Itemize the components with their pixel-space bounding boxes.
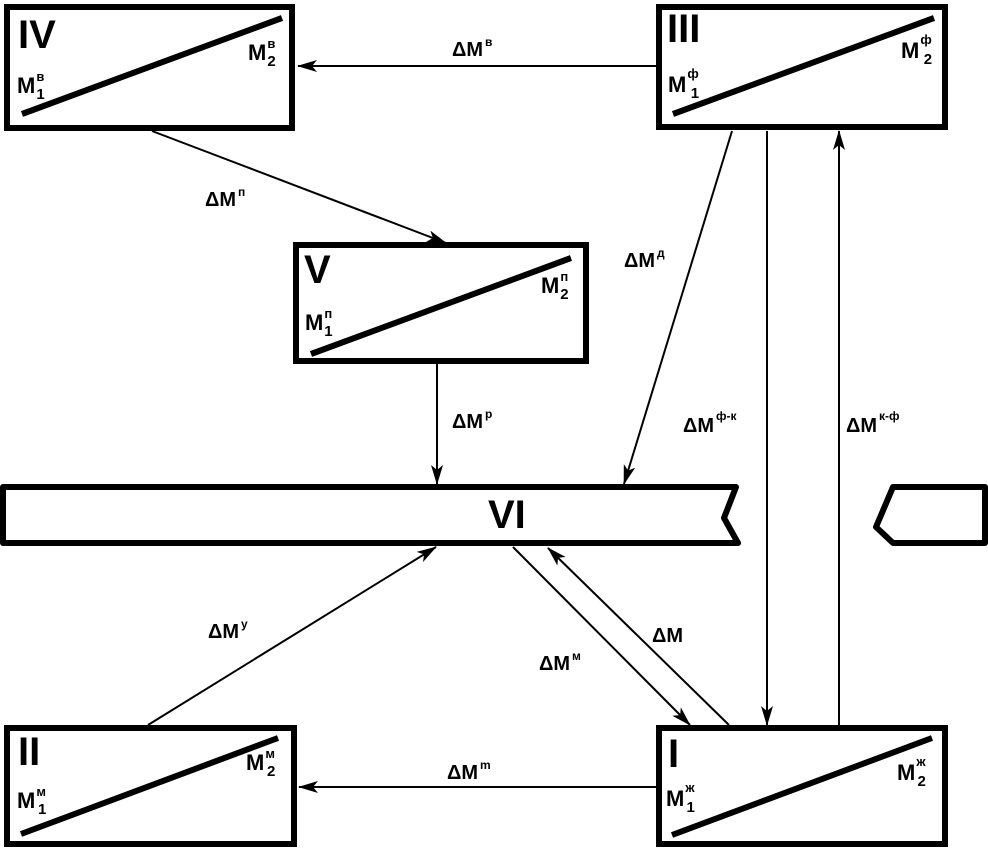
band-VI-left-segment: [0, 484, 741, 546]
arrow-label-VI-I: ΔM: [539, 653, 570, 675]
block-I-trend-line: [670, 735, 934, 838]
arrow-label-III-IV: ΔM: [452, 39, 483, 61]
svg-text:Mв1: Mв1: [17, 69, 45, 103]
block-III-m1: M: [668, 72, 686, 97]
svg-text:ΔMк-ф: ΔMк-ф: [846, 409, 900, 437]
block-IV-trend-line: [20, 15, 284, 117]
block-V-m2: M: [541, 273, 559, 298]
arrow-VI-to-I: [512, 546, 691, 726]
svg-text:Mм1: Mм1: [17, 784, 46, 818]
band-VI-right-segment: [873, 484, 988, 546]
svg-text:ΔMр: ΔMр: [452, 407, 492, 433]
band-VI-label: VI: [488, 493, 526, 537]
block-II-m2: M: [246, 750, 264, 775]
arrow-label-III-I: ΔM: [683, 415, 714, 437]
block-IV-m2: M: [248, 40, 266, 65]
block-V-m1: M: [305, 310, 323, 335]
arrow-label-I-III: ΔM: [846, 415, 877, 437]
svg-text:ΔMф-к: ΔMф-к: [683, 409, 738, 437]
svg-text:Mв2: Mв2: [248, 36, 276, 70]
block-III-trend-line: [671, 15, 936, 117]
svg-text:Mф2: Mф2: [901, 32, 932, 68]
arrow-label-IV-V: ΔM: [205, 189, 236, 211]
block-IV-m1: M: [17, 73, 35, 98]
svg-text:Mж1: Mж1: [666, 780, 695, 816]
svg-text:ΔMп: ΔMп: [205, 185, 245, 211]
svg-text:Mж2: Mж2: [897, 754, 926, 790]
svg-text:Mф1: Mф1: [668, 66, 699, 102]
block-II-label: II: [18, 730, 40, 774]
arrow-IV-to-V: [151, 130, 447, 244]
arrow-label-V-VI: ΔM: [452, 411, 483, 433]
block-I-label: I: [668, 732, 679, 776]
block-V-label: V: [304, 248, 331, 292]
svg-text:Mм2: Mм2: [246, 746, 275, 780]
arrow-label-II-VI: ΔM: [208, 621, 239, 643]
svg-text:ΔMу: ΔMу: [208, 617, 248, 643]
block-I-m2: M: [897, 760, 915, 785]
svg-text:Mп2: Mп2: [541, 269, 569, 303]
arrow-III-to-VI: [623, 130, 733, 485]
svg-text:Mп1: Mп1: [305, 306, 333, 340]
block-III-m2: M: [901, 38, 919, 63]
svg-text:ΔMм: ΔMм: [539, 649, 581, 675]
arrow-II-to-VI: [147, 546, 437, 726]
arrow-label-I-II: ΔM: [447, 762, 478, 784]
svg-text:ΔMд: ΔMд: [624, 246, 665, 272]
block-IV-label: IV: [18, 13, 56, 57]
arrow-label-III-VI: ΔM: [624, 250, 655, 272]
svg-text:ΔMв: ΔMв: [452, 35, 492, 61]
block-II-trend-line: [19, 735, 280, 837]
block-III-label: III: [667, 7, 700, 51]
band-VI: VI: [0, 484, 988, 546]
block-II-m1: M: [17, 788, 35, 813]
block-I-m1: M: [666, 786, 684, 811]
svg-text:ΔMm: ΔMm: [447, 758, 491, 784]
arrow-label-I-VI: ΔM: [652, 625, 683, 647]
block-V-trend-line: [309, 255, 573, 357]
arrow-I-to-VI: [547, 547, 730, 726]
svg-text:ΔM: ΔM: [652, 625, 683, 647]
